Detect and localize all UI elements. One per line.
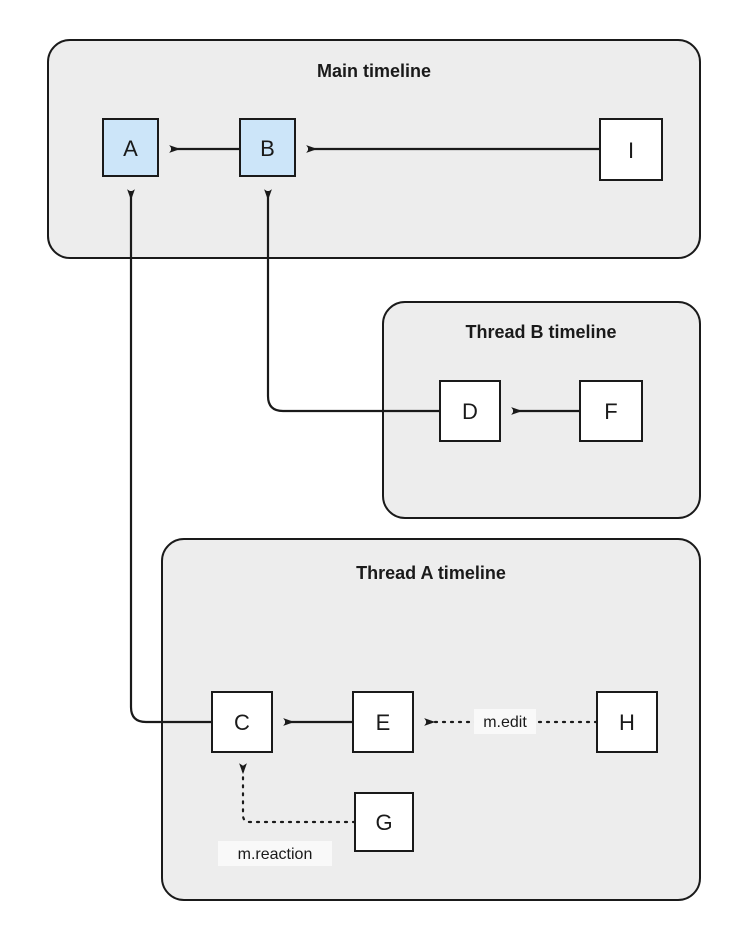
node-a-box xyxy=(102,118,159,177)
node-g-label: G xyxy=(375,810,392,835)
edge-g-to-c-label-background xyxy=(218,841,332,866)
edge-c-to-a-line xyxy=(127,189,212,724)
node-g[interactable]: G xyxy=(354,792,414,852)
node-e-label: E xyxy=(376,710,391,735)
node-f-label: F xyxy=(604,399,617,424)
node-a-label: A xyxy=(123,136,138,161)
node-a[interactable]: A xyxy=(102,118,159,177)
node-i-box xyxy=(599,118,663,181)
node-b-box xyxy=(239,118,296,177)
node-g-box xyxy=(354,792,414,852)
edge-g-to-c-line xyxy=(239,763,357,824)
edge-g-to-c-label: m.reaction xyxy=(238,846,313,863)
edge-h-to-e-label: m.edit xyxy=(483,714,527,731)
node-e[interactable]: E xyxy=(352,691,414,753)
node-d[interactable]: D xyxy=(439,380,501,442)
node-c[interactable]: C xyxy=(211,691,273,753)
node-h-label: H xyxy=(619,710,635,735)
node-f-box xyxy=(579,380,643,442)
edge-d-to-b xyxy=(264,189,440,413)
node-i-label: I xyxy=(628,138,634,163)
node-b-label: B xyxy=(260,136,275,161)
node-c-label: C xyxy=(234,710,250,735)
edge-h-to-e-label-background xyxy=(474,709,536,734)
node-i[interactable]: I xyxy=(599,118,663,181)
node-d-label: D xyxy=(462,399,478,424)
edge-g-to-c: m.reaction xyxy=(218,763,357,866)
node-d-box xyxy=(439,380,501,442)
edge-d-to-b-line xyxy=(264,189,440,413)
group-thread-b-timeline-title: Thread B timeline xyxy=(465,322,616,342)
node-c-box xyxy=(211,691,273,753)
group-main-timeline-title: Main timeline xyxy=(317,61,431,81)
edge-c-to-a xyxy=(127,189,212,724)
node-h-box xyxy=(596,691,658,753)
node-f[interactable]: F xyxy=(579,380,643,442)
group-thread-a-timeline-title: Thread A timeline xyxy=(356,563,506,583)
node-e-box xyxy=(352,691,414,753)
node-h[interactable]: H xyxy=(596,691,658,753)
node-b[interactable]: B xyxy=(239,118,296,177)
edge-h-to-e: m.edit xyxy=(424,709,599,734)
